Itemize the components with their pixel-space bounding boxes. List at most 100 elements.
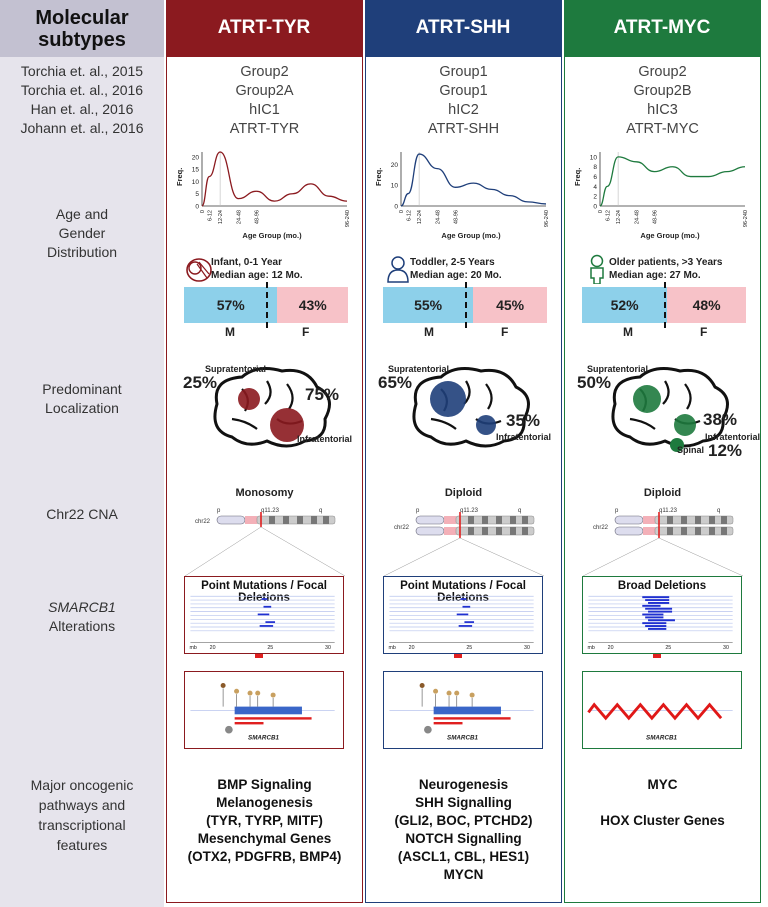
child-head bbox=[590, 254, 604, 268]
toddler-head bbox=[391, 256, 405, 270]
gender-bar: 52%48% bbox=[582, 282, 746, 328]
chromosome-band bbox=[709, 516, 715, 524]
zoom-line bbox=[260, 526, 346, 577]
mb-label: mb bbox=[189, 645, 196, 651]
mb-tick-label: 25 bbox=[466, 645, 472, 651]
smarcb1-gene-diagram: SMARCB1 bbox=[587, 702, 733, 741]
pathway-item bbox=[565, 794, 760, 812]
centromere bbox=[245, 516, 257, 524]
infratentorial-percentage: 35% bbox=[506, 411, 541, 430]
q-arm-label: q bbox=[717, 508, 720, 514]
y-tick-label: 0 bbox=[394, 204, 398, 211]
group-name: hIC2 bbox=[448, 102, 479, 118]
chromosome-band bbox=[269, 516, 275, 524]
citation: Torchia et. al., 2015 bbox=[20, 63, 144, 79]
y-tick-label: 10 bbox=[192, 179, 200, 186]
supratentorial-percentage: 25% bbox=[183, 373, 218, 392]
female-percentage: 48% bbox=[667, 287, 746, 323]
focal-deletion bbox=[456, 613, 469, 616]
y-tick-label: 20 bbox=[391, 162, 399, 169]
x-tick-label: 24-48 bbox=[435, 210, 441, 224]
pathway-item: (OTX2, PDGFRB, BMP4) bbox=[187, 849, 342, 864]
x-tick-label: 12-24 bbox=[417, 210, 423, 224]
broad-deletion bbox=[642, 613, 664, 616]
p-arm bbox=[614, 526, 644, 536]
pathway-item: (GLI2, BOC, PTCHD2) bbox=[394, 813, 533, 828]
focal-deletion bbox=[460, 598, 467, 600]
group-name: ATRT-MYC bbox=[626, 121, 699, 137]
female-percentage: 43% bbox=[277, 287, 348, 323]
chromosome-band bbox=[323, 516, 329, 524]
mutation-lollipop bbox=[270, 692, 276, 698]
fifty-percent-divider bbox=[266, 282, 268, 328]
chromosome-band bbox=[681, 527, 687, 535]
chromosome-band bbox=[695, 516, 701, 524]
supratentorial-label: Supratentorial bbox=[205, 364, 267, 374]
age-group: Older patients, >3 Years bbox=[609, 257, 723, 268]
alteration-title: Point Mutations / Focal Deletions bbox=[201, 580, 327, 604]
y-tick-label: 10 bbox=[590, 154, 598, 161]
smarcb1-gene-panel: SMARCB1 bbox=[184, 671, 344, 749]
zoom-line bbox=[383, 537, 461, 577]
male-label: M bbox=[225, 325, 235, 339]
brain-icon bbox=[213, 367, 331, 448]
smarcb1-gene-panel: SMARCB1 bbox=[582, 671, 742, 749]
x-axis-label: Age Group (mo.) bbox=[640, 231, 700, 240]
band-label: q11.23 bbox=[261, 508, 280, 514]
female-label: F bbox=[501, 325, 509, 339]
pathway-item: SHH Signalling bbox=[415, 795, 512, 810]
female-percentage: 45% bbox=[473, 287, 547, 323]
focal-deletion bbox=[257, 613, 270, 616]
gene-name-label: SMARCB1 bbox=[447, 734, 478, 741]
x-tick-label: 12-24 bbox=[218, 210, 224, 224]
pathway-item: (TYR, TYRP, MITF) bbox=[206, 813, 323, 828]
y-tick-label: 6 bbox=[593, 174, 597, 181]
mutation-lollipop bbox=[454, 690, 460, 696]
broad-deletion bbox=[645, 599, 670, 602]
supratentorial-marker bbox=[430, 381, 466, 417]
brain-icon bbox=[611, 367, 729, 452]
deletion-bar bbox=[433, 717, 511, 720]
mutation-lollipop bbox=[220, 682, 226, 688]
p-arm-label: p bbox=[217, 508, 221, 514]
brain-icon bbox=[412, 367, 530, 448]
y-tick-label: 5 bbox=[195, 191, 199, 198]
broad-deletion bbox=[645, 625, 667, 627]
spinal-label: Spinal bbox=[677, 445, 705, 455]
y-tick-label: 4 bbox=[593, 184, 597, 191]
chromosome-band bbox=[667, 527, 673, 535]
exon-block bbox=[234, 706, 302, 715]
x-tick-label: 48-96 bbox=[453, 210, 459, 224]
band-label: q11.23 bbox=[659, 508, 678, 514]
p-arm bbox=[614, 515, 644, 525]
fifty-percent-divider bbox=[664, 282, 666, 328]
broad-deletion bbox=[648, 602, 670, 604]
mutation-lollipop bbox=[446, 690, 452, 696]
supratentorial-marker bbox=[238, 388, 260, 410]
p-arm bbox=[415, 515, 445, 525]
male-percentage: 52% bbox=[582, 287, 668, 323]
focal-deletion bbox=[462, 605, 471, 608]
focal-deletion bbox=[259, 625, 274, 627]
alteration-title: Broad Deletions bbox=[617, 580, 707, 592]
pathway-item: HOX Cluster Genes bbox=[600, 813, 725, 828]
chromosome-band bbox=[721, 527, 727, 535]
median-age: Median age: 20 Mo. bbox=[410, 270, 502, 281]
pathway-item: MYCN bbox=[443, 867, 484, 882]
mb-tick-label: 25 bbox=[267, 645, 273, 651]
p-arm bbox=[415, 526, 445, 536]
infratentorial-marker bbox=[476, 415, 496, 435]
broad-deletion-zigzag bbox=[587, 702, 723, 721]
x-axis-label: Age Group (mo.) bbox=[242, 231, 302, 240]
chromosome-band bbox=[468, 527, 474, 535]
